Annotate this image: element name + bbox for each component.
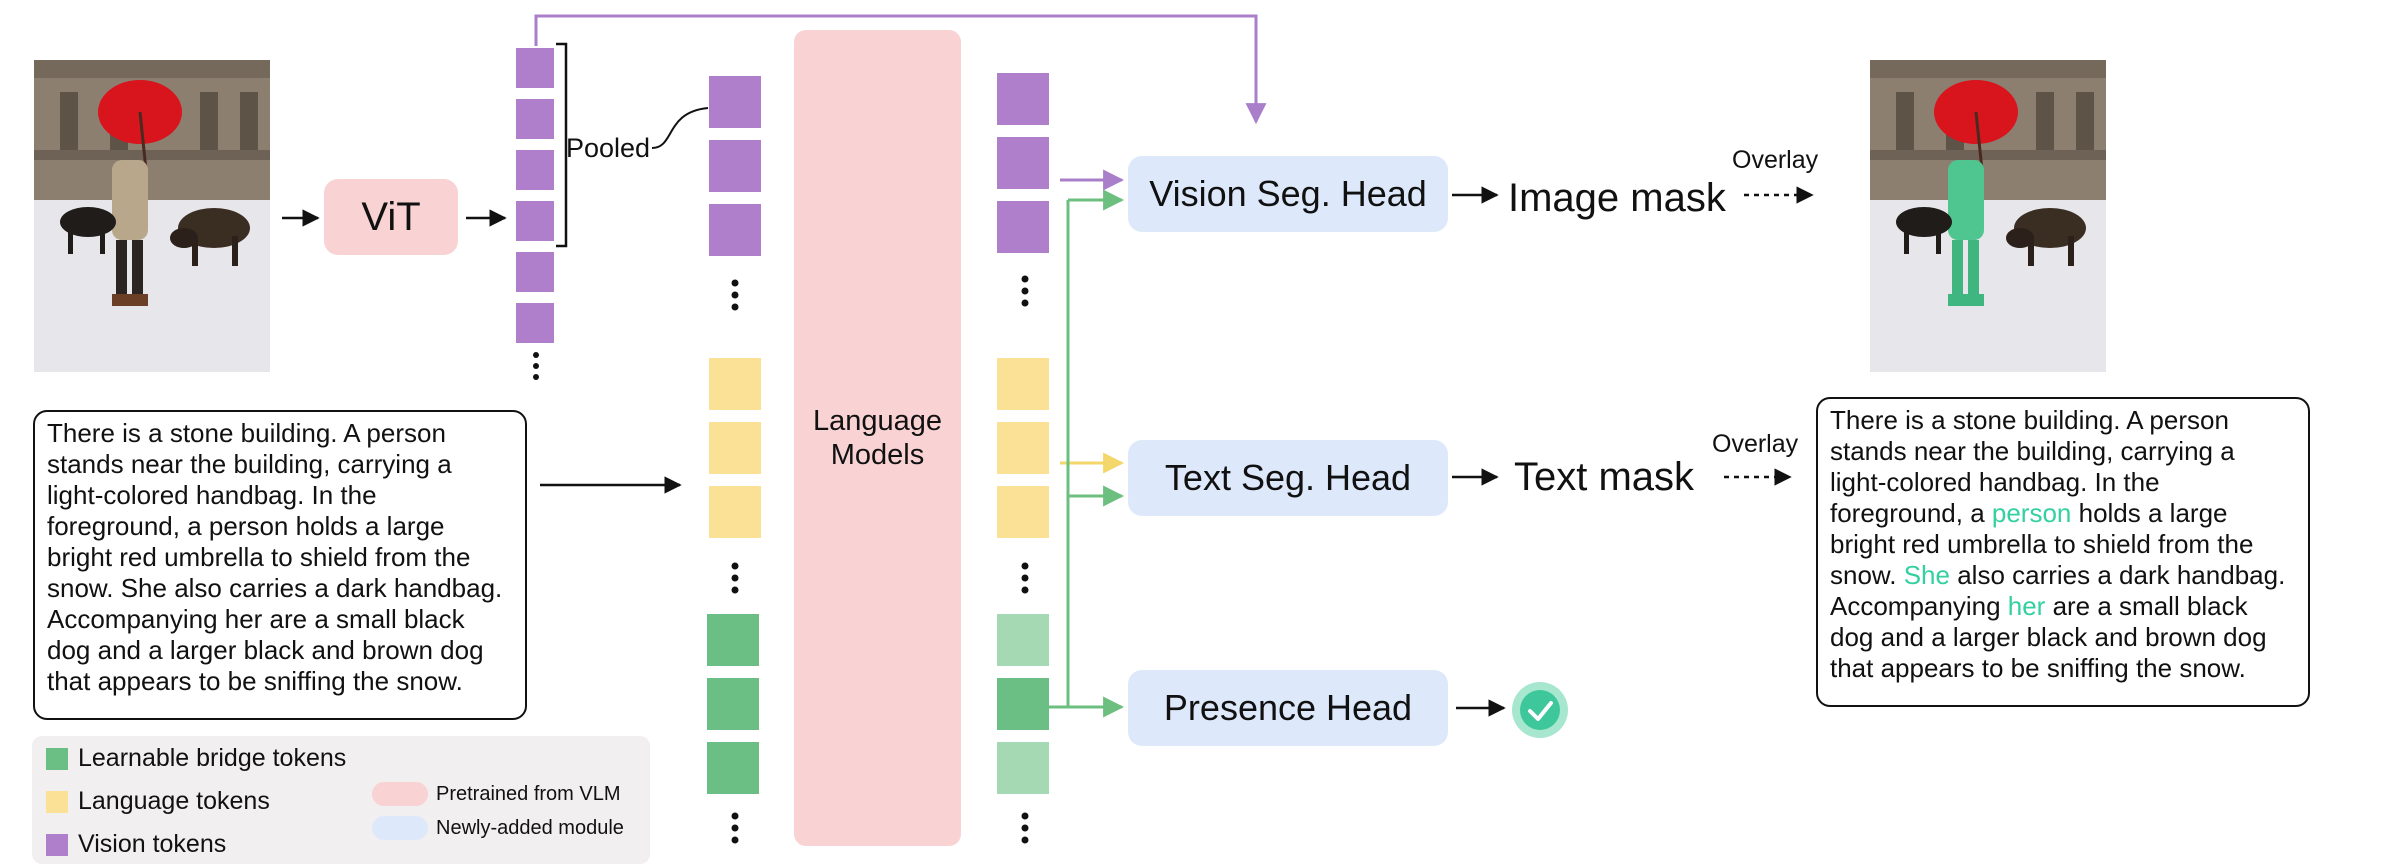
- image-mask-label: Image mask: [1508, 176, 1726, 220]
- pooled-label: Pooled: [566, 133, 651, 163]
- pooling-bracket: [556, 42, 568, 248]
- vision-token: [997, 201, 1049, 253]
- legend-item-new-module: Newly-added module: [372, 816, 624, 840]
- vit-output-tokens: [516, 48, 554, 380]
- legend-item-bridge: Learnable bridge tokens: [46, 744, 346, 773]
- language-token: [997, 358, 1049, 410]
- legend-label: Language tokens: [78, 787, 270, 815]
- vision-token: [997, 73, 1049, 125]
- output-image-with-mask: [1870, 60, 2106, 372]
- caption-line: snow. She also carries a dark handbag.: [47, 573, 503, 603]
- caption-line: bright red umbrella to shield from the: [47, 542, 471, 572]
- bridge-token: [707, 614, 759, 666]
- language-models-label-line1: Language: [812, 405, 943, 437]
- vision-skip-arrow: [534, 14, 1267, 125]
- caption-line: snow. She also carries a dark handbag.: [1830, 560, 2298, 591]
- caption-text: foreground, a: [1830, 498, 1992, 528]
- legend-label: Vision tokens: [78, 830, 227, 858]
- caption-line: stands near the building, carrying a: [1830, 436, 2235, 466]
- legend-item-vision: Vision tokens: [46, 830, 226, 859]
- bridge-token-swatch: [46, 747, 68, 770]
- caption-line: foreground, a person holds a large: [47, 511, 445, 541]
- overlay-label-top: Overlay: [1732, 146, 1819, 174]
- caption-line: bright red umbrella to shield from the: [1830, 529, 2254, 559]
- vision-token: [516, 303, 554, 343]
- language-token: [709, 358, 761, 410]
- lm-input-tokens: [707, 76, 761, 844]
- caption-line: foreground, a person holds a large: [1830, 498, 2298, 529]
- language-models-label-line2: Models: [830, 439, 925, 471]
- caption-line: There is a stone building. A person: [47, 418, 446, 448]
- output-caption-panel: There is a stone building. A person stan…: [1816, 397, 2310, 707]
- caption-line: that appears to be sniffing the snow.: [47, 666, 463, 696]
- vision-token-swatch: [46, 833, 68, 856]
- caption-text: snow.: [1830, 560, 1904, 590]
- language-token: [709, 422, 761, 474]
- language-models-block: Language Models: [794, 30, 961, 846]
- bridge-token: [707, 742, 759, 794]
- caption-line: There is a stone building. A person: [1830, 405, 2229, 435]
- vision-token: [709, 204, 761, 256]
- caption-line: light-colored handbag. In the: [47, 480, 377, 510]
- lm-output-tokens: [997, 73, 1049, 844]
- caption-text: are a small black: [2045, 591, 2248, 621]
- vit-label: ViT: [361, 194, 421, 239]
- legend-label: Newly-added module: [436, 816, 624, 839]
- caption-line: dog and a larger black and brown dog: [47, 635, 484, 665]
- caption-text: also carries a dark handbag.: [1949, 560, 2286, 590]
- legend-label: Learnable bridge tokens: [78, 744, 347, 772]
- input-image: [34, 60, 270, 372]
- legend: Learnable bridge tokens Language tokens …: [32, 736, 650, 864]
- vision-token: [516, 48, 554, 88]
- caption-line: stands near the building, carrying a: [47, 449, 452, 479]
- caption-line: Accompanying her are a small black: [47, 604, 465, 634]
- vit-block: ViT: [324, 179, 458, 255]
- vision-seg-head-label: Vision Seg. Head: [1149, 173, 1427, 214]
- pretrained-swatch: [372, 782, 428, 806]
- vision-token: [516, 99, 554, 139]
- text-mask-label: Text mask: [1514, 455, 1695, 499]
- vision-seg-head: Vision Seg. Head: [1128, 156, 1448, 232]
- vision-token: [709, 140, 761, 192]
- vision-token: [516, 201, 554, 241]
- caption-line: Accompanying her are a small black: [1830, 591, 2298, 622]
- presence-head-label: Presence Head: [1163, 687, 1413, 728]
- legend-item-pretrained: Pretrained from VLM: [372, 782, 621, 806]
- language-token: [997, 486, 1049, 538]
- highlighted-word: person: [1991, 498, 2072, 528]
- new-module-swatch: [372, 816, 428, 840]
- caption-text: Accompanying: [1830, 591, 2008, 621]
- legend-label: Pretrained from VLM: [436, 782, 621, 805]
- check-icon: [1512, 682, 1568, 738]
- bridge-token: [997, 678, 1049, 730]
- vision-token: [709, 76, 761, 128]
- vision-token: [516, 150, 554, 190]
- vision-token: [516, 252, 554, 292]
- highlighted-word: her: [2007, 591, 2046, 621]
- vision-token: [997, 137, 1049, 189]
- bridge-token: [997, 742, 1049, 794]
- pooled-connector: [651, 107, 709, 149]
- language-token-swatch: [46, 790, 68, 813]
- bridge-token: [707, 678, 759, 730]
- caption-text: holds a large: [2071, 498, 2228, 528]
- caption-line: dog and a larger black and brown dog: [1830, 622, 2267, 652]
- bridge-token: [997, 614, 1049, 666]
- caption-line: that appears to be sniffing the snow.: [1830, 653, 2246, 683]
- input-caption-panel: There is a stone building. A person stan…: [33, 410, 527, 720]
- legend-item-language: Language tokens: [46, 787, 270, 816]
- text-seg-head-label: Text Seg. Head: [1164, 457, 1412, 498]
- highlighted-word: She: [1903, 560, 1950, 590]
- presence-head: Presence Head: [1128, 670, 1448, 746]
- caption-line: light-colored handbag. In the: [1830, 467, 2160, 497]
- text-seg-head: Text Seg. Head: [1128, 440, 1448, 516]
- language-token: [997, 422, 1049, 474]
- language-token: [709, 486, 761, 538]
- overlay-label-mid: Overlay: [1712, 430, 1799, 458]
